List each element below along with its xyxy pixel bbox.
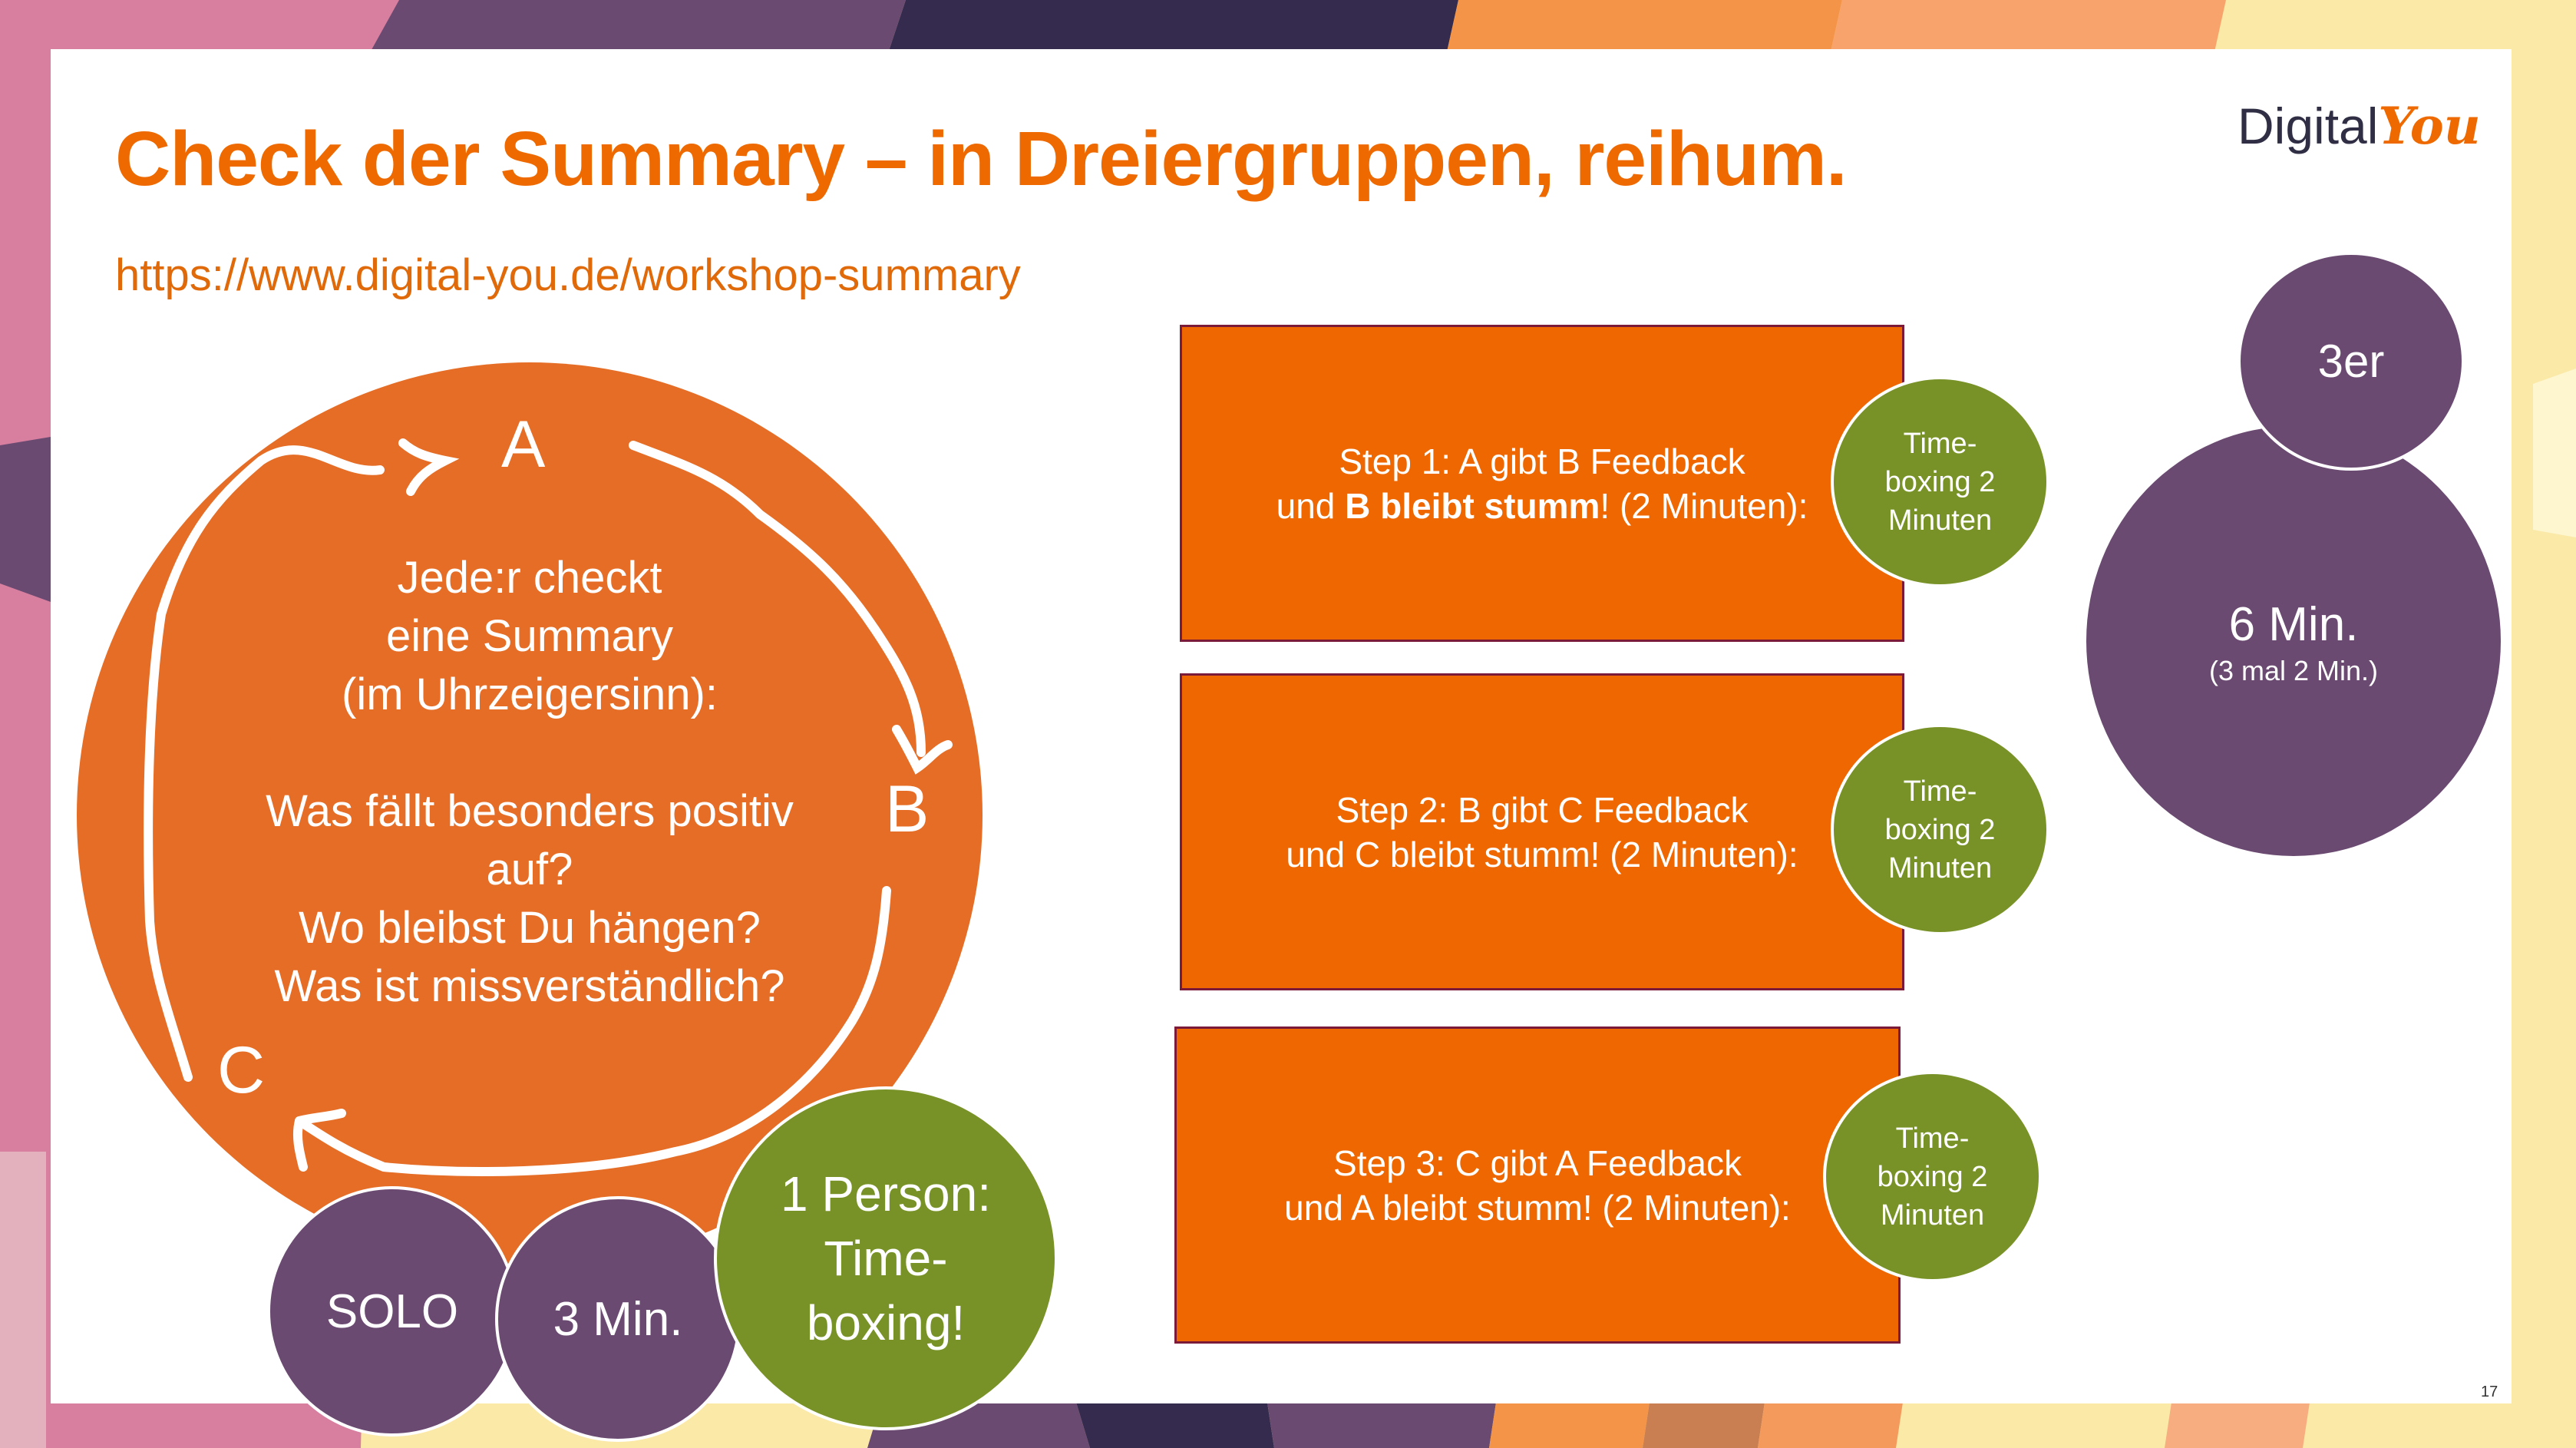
- arrow-head-a: [398, 438, 460, 496]
- digital-you-logo: DigitalYou: [2237, 96, 2481, 156]
- solo-timebox-badge: 1 Person: Time- boxing!: [714, 1086, 1058, 1430]
- instruction-line: eine Summary: [386, 611, 673, 661]
- instruction-line: auf?: [486, 845, 573, 894]
- timebox-line: boxing!: [806, 1295, 966, 1350]
- step-3-line2: und A bleibt stumm! (2 Minuten):: [1284, 1187, 1791, 1228]
- step-1-line2: und B bleibt stumm! (2 Minuten):: [1276, 485, 1808, 526]
- logo-text: Digital: [2237, 98, 2379, 154]
- instruction-line: Wo bleibst Du hängen?: [299, 903, 761, 953]
- arrow-head-b: [892, 725, 953, 775]
- step-2-line2: und C bleibt stumm! (2 Minuten):: [1286, 834, 1798, 874]
- solo-time-badge: 3 Min.: [495, 1196, 741, 1442]
- instruction-line: (im Uhrzeigersinn):: [342, 669, 718, 719]
- slide-title: Check der Summary – in Dreiergruppen, re…: [115, 116, 1848, 202]
- solo-time: 3 Min.: [553, 1292, 683, 1346]
- arrow-c-to-a: [144, 445, 385, 1082]
- step-1-box: Step 1: A gibt B Feedback und B bleibt s…: [1180, 325, 1904, 642]
- solo-badge: SOLO: [267, 1186, 517, 1436]
- page-number: 17: [2481, 1384, 2498, 1400]
- step-3-line1: Step 3: C gibt A Feedback: [1333, 1142, 1742, 1183]
- group-time-detail: (3 mal 2 Min.): [2208, 655, 2379, 686]
- step-1-line1: Step 1: A gibt B Feedback: [1339, 441, 1745, 481]
- group-time: 6 Min.: [2228, 598, 2359, 651]
- arrow-a-to-b: [629, 441, 926, 757]
- label-b: B: [885, 772, 930, 846]
- timebox-line: Time-: [824, 1231, 948, 1286]
- instruction-line: Was ist missverständlich?: [274, 961, 785, 1011]
- group-time-circle: 6 Min. (3 mal 2 Min.): [2086, 426, 2501, 856]
- label-c: C: [217, 1033, 266, 1107]
- solo-label: SOLO: [325, 1284, 459, 1338]
- arrow-b-to-c: [295, 886, 891, 1176]
- step-3-box: Step 3: C gibt A Feedback und A bleibt s…: [1174, 1026, 1901, 1344]
- timebox-line: 1 Person:: [781, 1166, 991, 1222]
- summary-link[interactable]: https://www.digital-you.de/workshop-summ…: [115, 250, 1021, 300]
- step-2-box: Step 2: B gibt C Feedback und C bleibt s…: [1180, 673, 1904, 990]
- label-a: A: [501, 408, 546, 481]
- instruction-line: Was fällt besonders positiv: [266, 786, 794, 836]
- group-size-circle: 3er: [2237, 252, 2465, 471]
- instruction-line: [223, 724, 837, 782]
- step-2-line1: Step 2: B gibt C Feedback: [1336, 789, 1749, 830]
- arrow-head-c: [292, 1109, 346, 1172]
- logo-you: You: [2378, 96, 2481, 156]
- instruction-line: Jede:r checkt: [397, 553, 662, 603]
- cycle-instructions: Jede:r checkt eine Summary (im Uhrzeiger…: [223, 549, 837, 1016]
- group-size: 3er: [2317, 336, 2385, 387]
